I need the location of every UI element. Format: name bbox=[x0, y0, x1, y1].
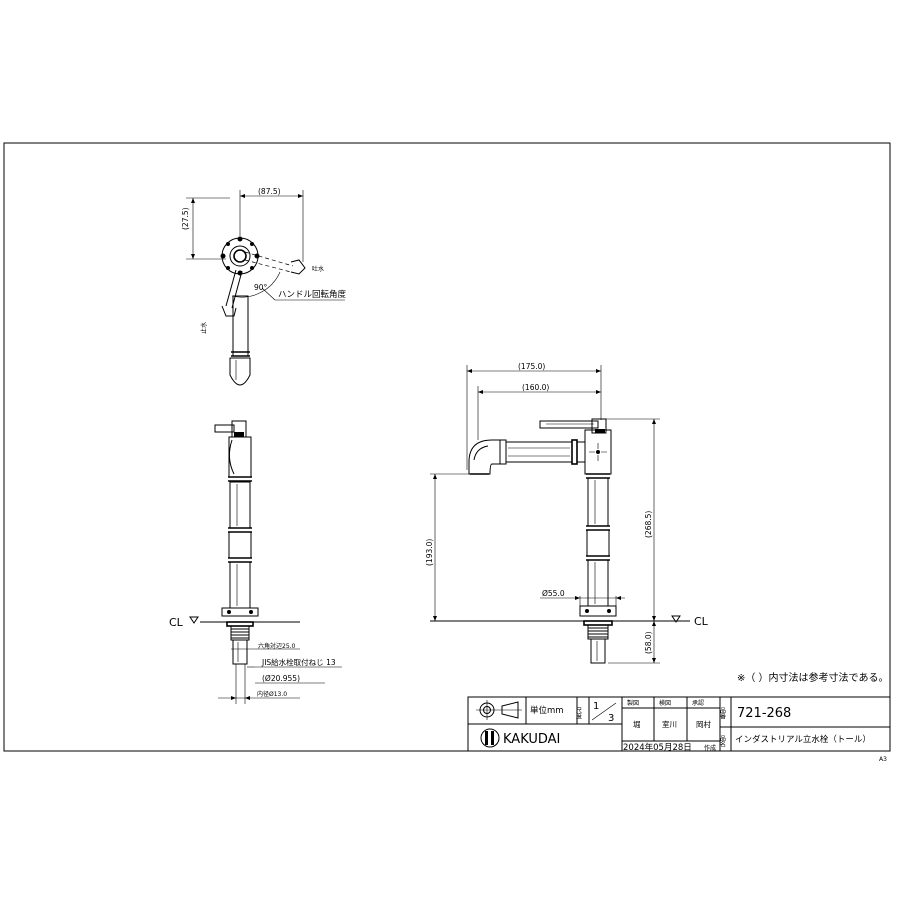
col-made: 製図 bbox=[627, 699, 639, 707]
dim-top-width: (87.5) bbox=[258, 187, 281, 196]
product-label: 品名 bbox=[719, 735, 726, 748]
dim-thread-dia: (Ø20.955) bbox=[262, 674, 300, 683]
sheet-size: A3 bbox=[879, 756, 887, 763]
scale-denominator: 3 bbox=[608, 713, 614, 724]
dim-base-dia: Ø55.0 bbox=[542, 589, 565, 598]
title-block: 単位mm 尺度 1 3 製図 検図 承認 堀 室川 岡村 2024年05月28日… bbox=[467, 696, 891, 753]
dim-below-counter: (58.0) bbox=[644, 631, 653, 654]
label-stop-water: 止水 bbox=[200, 322, 208, 334]
kakudai-logo: KAKUDAI bbox=[480, 728, 560, 748]
dim-inner-dia: 内径Ø13.0 bbox=[257, 690, 287, 698]
product-name: インダストリアル立水栓（トール） bbox=[735, 734, 871, 745]
scale-numerator: 1 bbox=[593, 701, 599, 712]
dim-height-overall: (268.5) bbox=[644, 511, 653, 538]
dim-hex: 六角対辺25.0 bbox=[258, 642, 296, 650]
side-view: CL 六角対辺25.0 JIS給水栓取付ねじ 13 (Ø20.955) 内径Ø1… bbox=[169, 420, 342, 704]
name-made: 堀 bbox=[633, 720, 641, 729]
dim-width-overall: (175.0) bbox=[518, 362, 545, 371]
reference-note: ※（ ）内寸法は参考寸法である。 bbox=[737, 671, 888, 684]
top-view: (87.5) (27.5) 吐水 止水 90° ハンドル回転角度 bbox=[181, 187, 347, 386]
dim-angle: 90° bbox=[254, 283, 268, 292]
company-name: KAKUDAI bbox=[503, 732, 560, 747]
sheet-border bbox=[3, 142, 891, 752]
date-suffix: 作成 bbox=[704, 744, 716, 752]
label-open-water: 吐水 bbox=[312, 265, 324, 273]
scale-label: 尺度 bbox=[575, 707, 582, 720]
drawing-no: 721-268 bbox=[737, 706, 791, 721]
date: 2024年05月28日 bbox=[623, 742, 692, 753]
dim-height-spout: (193.0) bbox=[425, 539, 434, 566]
label-cl-left: CL bbox=[169, 616, 184, 629]
col-check: 検図 bbox=[659, 699, 671, 707]
drawing-no-label: 品番 bbox=[719, 707, 726, 720]
front-view: (175.0) (160.0) bbox=[425, 362, 709, 664]
dim-jis-thread: JIS給水栓取付ねじ 13 bbox=[261, 657, 336, 667]
dim-width-spout: (160.0) bbox=[522, 383, 549, 392]
unit-label: 単位mm bbox=[530, 705, 564, 716]
label-handle-rotation: ハンドル回転角度 bbox=[278, 289, 347, 300]
dim-top-offset: (27.5) bbox=[181, 207, 190, 230]
col-approve: 承認 bbox=[692, 699, 704, 707]
label-cl-right: CL bbox=[694, 615, 709, 628]
projection-symbol-icon bbox=[476, 700, 522, 720]
name-check: 室川 bbox=[662, 719, 677, 729]
name-approve: 岡村 bbox=[696, 719, 711, 729]
